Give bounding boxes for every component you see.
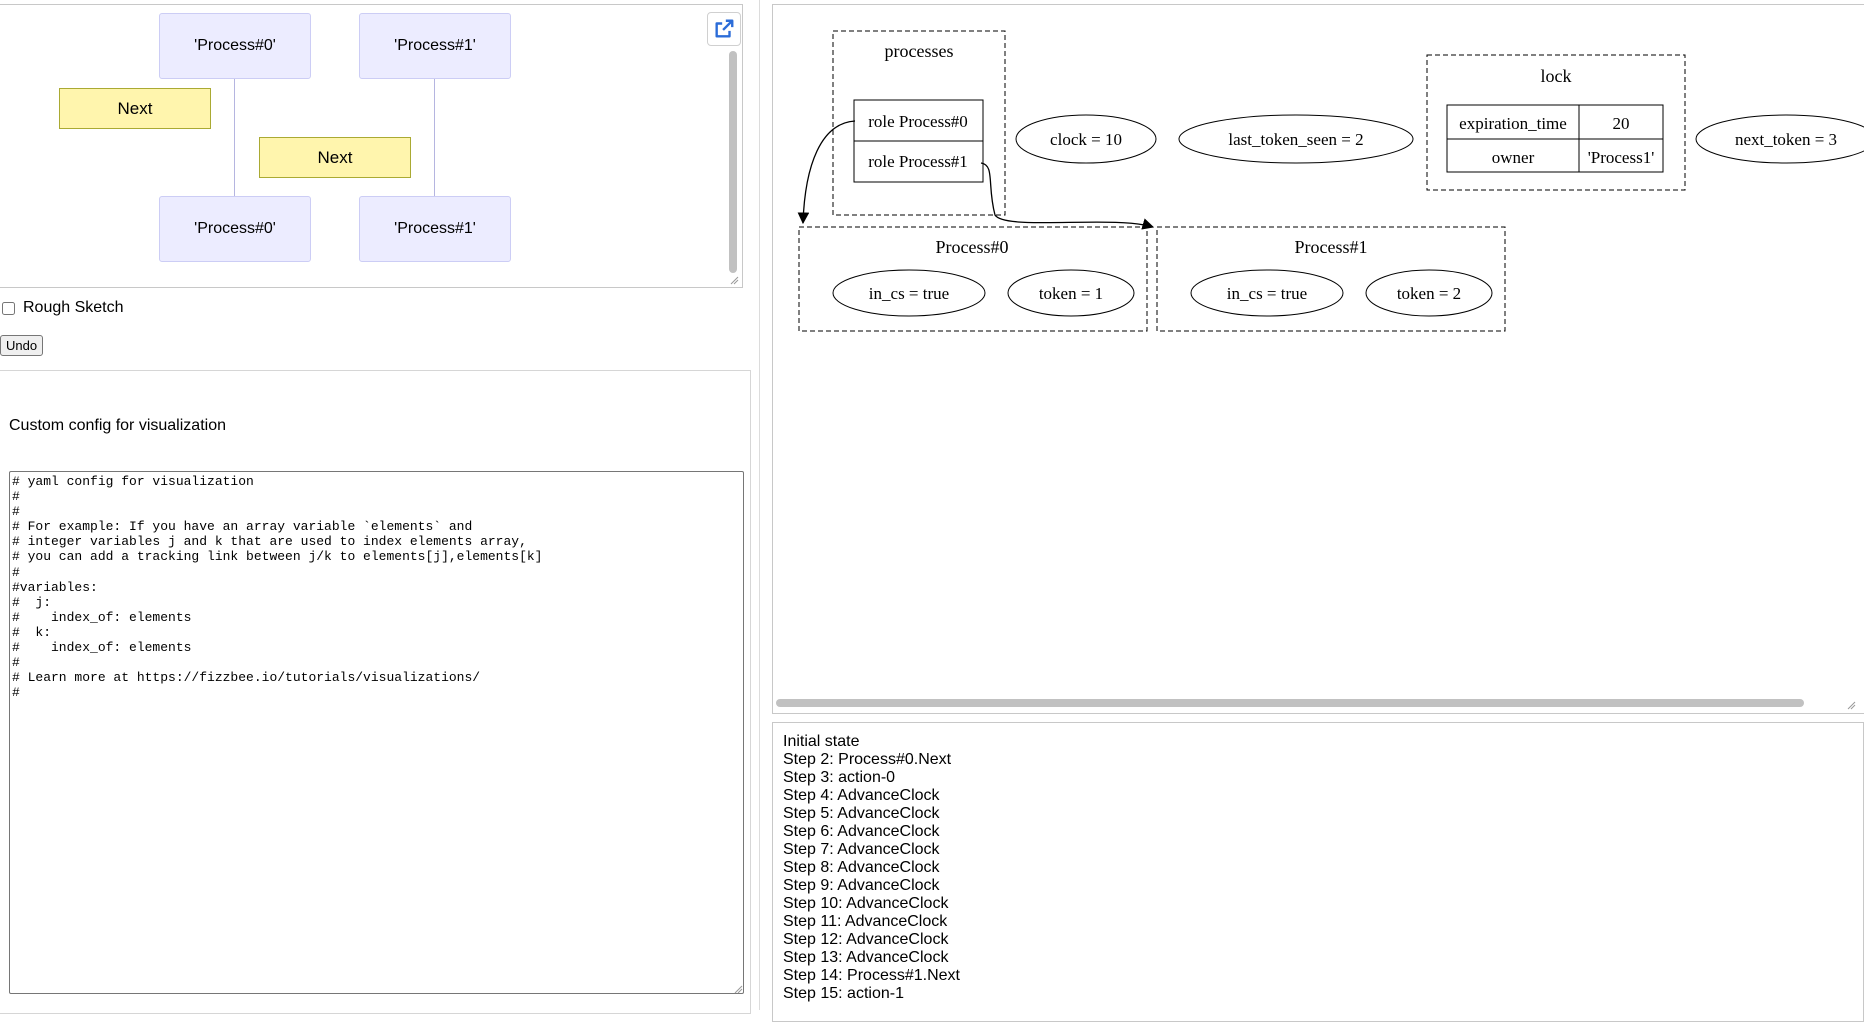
lock-cluster <box>1426 54 1686 191</box>
process1-in-cs-node <box>1190 269 1344 317</box>
rough-sketch-toggle[interactable]: Rough Sketch <box>2 299 124 317</box>
actor-bottom-process1: 'Process#1' <box>359 196 511 262</box>
step-item[interactable]: Step 6: AdvanceClock <box>783 823 940 840</box>
process1-in-cs-label: in_cs = true <box>1227 284 1307 303</box>
step-item[interactable]: Step 11: AdvanceClock <box>783 913 948 930</box>
lock-key-expiration: expiration_time <box>1459 114 1567 133</box>
step-item[interactable]: Step 4: AdvanceClock <box>783 787 940 804</box>
step-item[interactable]: Step 5: AdvanceClock <box>783 805 940 822</box>
process0-in-cs-label: in_cs = true <box>869 284 949 303</box>
processes-row-1: role Process#1 <box>868 152 968 171</box>
state-graph-svg: processes role Process#0 role Process#1 … <box>797 30 1864 332</box>
sequence-diagram: 'Process#0' 'Process#1' Next Next 'Proce… <box>0 4 743 288</box>
rough-sketch-checkbox[interactable] <box>2 301 15 315</box>
next-token-node <box>1695 114 1864 164</box>
edge-role0-to-process0 <box>797 120 856 225</box>
left-panel: 'Process#0' 'Process#1' Next Next 'Proce… <box>0 0 760 1014</box>
step-item[interactable]: Step 2: Process#0.Next <box>783 751 952 768</box>
process0-in-cs-node <box>832 269 986 317</box>
config-yaml-editor[interactable] <box>9 471 744 994</box>
step-item[interactable]: Step 12: AdvanceClock <box>783 931 949 948</box>
process1-cluster <box>1156 226 1506 332</box>
graph-horizontal-scrollbar[interactable] <box>776 699 1804 707</box>
editor-resize-grip-icon[interactable] <box>733 984 743 994</box>
config-title: Custom config for visualization <box>9 417 226 434</box>
process0-token-label: token = 1 <box>1039 284 1103 303</box>
step-item[interactable]: Step 7: AdvanceClock <box>783 841 940 858</box>
open-external-button[interactable] <box>707 12 741 46</box>
process0-title: Process#0 <box>936 237 1009 257</box>
process1-title: Process#1 <box>1295 237 1368 257</box>
process0-cluster <box>798 226 1148 332</box>
step-item[interactable]: Step 14: Process#1.Next <box>783 967 960 984</box>
actor-top-process0: 'Process#0' <box>159 13 311 79</box>
edge-role1-to-process1 <box>980 162 1155 230</box>
step-item[interactable]: Initial state <box>783 733 860 750</box>
processes-title: processes <box>885 41 954 61</box>
panel-divider[interactable] <box>759 0 760 1010</box>
step-item[interactable]: Step 3: action-0 <box>783 769 896 786</box>
process1-token-node <box>1365 269 1493 317</box>
step-item[interactable]: Step 10: AdvanceClock <box>783 895 949 912</box>
processes-row-0: role Process#0 <box>868 112 968 131</box>
clock-node <box>1015 114 1157 164</box>
actor-bottom-process0: 'Process#0' <box>159 196 311 262</box>
next-token-label: next_token = 3 <box>1735 130 1837 149</box>
processes-cluster <box>832 30 1006 216</box>
external-link-icon <box>715 19 734 38</box>
state-graph: processes role Process#0 role Process#1 … <box>772 4 1864 714</box>
step-item[interactable]: Step 8: AdvanceClock <box>783 859 940 876</box>
last-token-seen-node <box>1178 114 1414 164</box>
rough-sketch-label: Rough Sketch <box>23 299 124 316</box>
note-next-process0: Next <box>59 88 211 129</box>
lifeline-process0 <box>234 79 235 201</box>
process0-token-node <box>1007 269 1135 317</box>
undo-button[interactable]: Undo <box>0 335 44 356</box>
note-next-process1: Next <box>259 137 411 178</box>
last-token-seen-label: last_token_seen = 2 <box>1228 130 1363 149</box>
graph-resize-grip-icon[interactable] <box>1846 700 1856 710</box>
sequence-scrollbar[interactable] <box>729 51 737 273</box>
lock-value-expiration: 20 <box>1613 114 1630 133</box>
step-item[interactable]: Step 15: action-1 <box>783 985 904 1002</box>
lifeline-process1 <box>434 79 435 201</box>
step-item[interactable]: Step 9: AdvanceClock <box>783 877 940 894</box>
step-item[interactable]: Step 13: AdvanceClock <box>783 949 949 966</box>
clock-label: clock = 10 <box>1050 130 1122 149</box>
process1-token-label: token = 2 <box>1397 284 1461 303</box>
lock-key-owner: owner <box>1492 148 1535 167</box>
lock-value-owner: 'Process1' <box>1588 148 1655 167</box>
lock-title: lock <box>1541 66 1572 86</box>
actor-top-process1: 'Process#1' <box>359 13 511 79</box>
resize-grip-icon[interactable] <box>729 275 739 285</box>
